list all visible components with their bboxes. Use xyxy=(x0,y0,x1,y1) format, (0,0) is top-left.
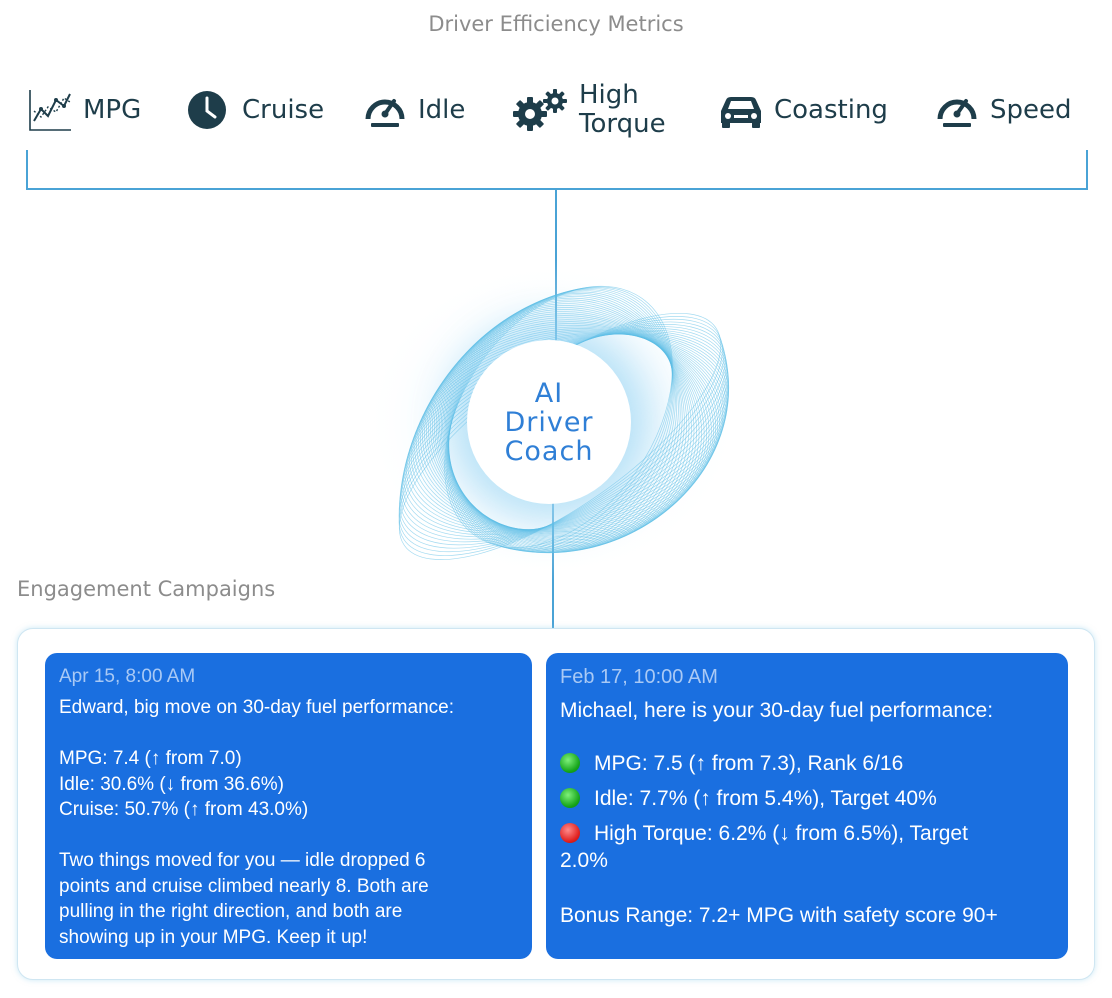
wave-line xyxy=(435,313,703,545)
message-timestamp: Apr 15, 8:00 AM xyxy=(59,666,196,687)
red-status-dot-icon xyxy=(560,823,580,843)
message-footer: Bonus Range: 7.2+ MPG with safety score … xyxy=(560,904,998,927)
wave-line xyxy=(416,330,724,532)
wave-line xyxy=(446,287,673,551)
wave-line xyxy=(447,288,674,552)
message-stat: Idle: 30.6% (↓ from 36.6%) xyxy=(59,773,284,795)
line-chart-icon xyxy=(27,87,73,133)
wave-line xyxy=(445,286,673,550)
metric-cruise: Cruise xyxy=(186,78,324,142)
message-stat: High Torque: 6.2% (↓ from 6.5%), Target xyxy=(594,822,968,845)
wave-line xyxy=(448,291,676,553)
metric-label: Idle xyxy=(418,94,466,125)
stat-row: Idle: 7.7% (↑ from 5.4%), Target 40% xyxy=(560,785,1054,812)
message-greeting: Edward, big move on 30-day fuel performa… xyxy=(59,697,454,718)
wave-line xyxy=(446,297,683,553)
wave-line xyxy=(444,285,673,549)
wave-line xyxy=(432,317,707,542)
wave-line xyxy=(428,321,712,539)
message-timestamp: Feb 17, 10:00 AM xyxy=(560,666,718,688)
wave-line xyxy=(442,305,692,550)
campaign-message-card: Feb 17, 10:00 AM Michael, here is your 3… xyxy=(546,653,1068,959)
message-stat: MPG: 7.4 (↑ from 7.0) xyxy=(59,748,242,769)
wave-line xyxy=(426,323,714,538)
campaigns-section-title: Engagement Campaigns xyxy=(17,577,276,601)
wave-line xyxy=(447,296,681,553)
wave-line xyxy=(440,307,695,549)
message-body-line: points and cruise climbed nearly 8. Both… xyxy=(59,875,429,897)
wave-line xyxy=(445,299,685,553)
message-greeting: Michael, here is your 30-day fuel perfor… xyxy=(560,699,994,722)
wave-line xyxy=(448,294,679,554)
message-body-line: pulling in the right direction, and both… xyxy=(59,901,403,922)
metric-label: Speed xyxy=(990,94,1072,125)
metric-label: High Torque xyxy=(579,80,666,139)
stat-row: High Torque: 6.2% (↓ from 6.5%), Target xyxy=(560,820,1054,847)
wave-line xyxy=(422,326,719,535)
metrics-bracket xyxy=(26,150,1088,190)
green-status-dot-icon xyxy=(560,788,580,808)
wave-line xyxy=(430,319,710,541)
message-stat: Idle: 7.7% (↑ from 5.4%), Target 40% xyxy=(594,787,937,810)
metrics-section-title: Driver Efficiency Metrics xyxy=(428,12,684,36)
wave-line xyxy=(433,315,705,544)
metric-label: Cruise xyxy=(242,94,325,125)
speedometer-icon xyxy=(362,87,408,133)
speedometer-icon xyxy=(934,87,980,133)
wave-line xyxy=(424,324,717,536)
metric-speed: Speed xyxy=(934,78,1072,142)
message-stat: Cruise: 50.7% (↑ from 43.0%) xyxy=(59,799,309,820)
metric-label: MPG xyxy=(83,94,142,125)
metric-label: Coasting xyxy=(774,94,888,125)
wave-line xyxy=(418,329,722,533)
campaign-message-card: Apr 15, 8:00 AM Edward, big move on 30-d… xyxy=(45,653,532,959)
wave-line xyxy=(443,303,690,551)
coach-label: AI Driver Coach xyxy=(504,377,594,467)
wave-line xyxy=(448,293,678,554)
wave-line xyxy=(448,290,675,553)
car-icon xyxy=(718,87,764,133)
green-status-dot-icon xyxy=(560,753,580,773)
clock-icon xyxy=(186,87,232,133)
metric-high-torque: High Torque xyxy=(511,78,679,142)
wave-line xyxy=(412,332,726,531)
wave-line xyxy=(447,289,674,553)
message-stat: MPG: 7.5 (↑ from 7.3), Rank 6/16 xyxy=(594,752,904,775)
message-body-line: showing up in your MPG. Keep it up! xyxy=(59,926,368,948)
metric-mpg: MPG xyxy=(27,78,141,142)
gears-icon xyxy=(511,87,569,133)
stat-row: MPG: 7.5 (↑ from 7.3), Rank 6/16 xyxy=(560,750,1054,777)
wave-line xyxy=(420,328,720,534)
message-stat-continuation: 2.0% xyxy=(560,849,608,872)
metric-idle: Idle xyxy=(362,78,465,142)
metric-coasting: Coasting xyxy=(718,78,888,142)
message-body-line: Two things moved for you — idle dropped … xyxy=(59,850,426,871)
ai-driver-coach-node: AI Driver Coach xyxy=(467,340,631,504)
